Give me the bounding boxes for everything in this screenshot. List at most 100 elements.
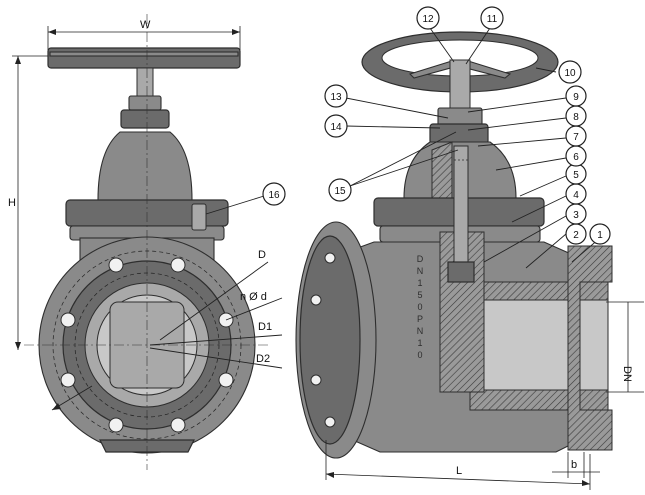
body-marking-char: 0 — [417, 302, 422, 312]
section-stem-top — [449, 59, 471, 113]
callout-10-circle — [558, 60, 582, 84]
leader-15b — [349, 149, 459, 187]
front-bolt-hole-2 — [170, 257, 186, 273]
front-handwheel — [47, 47, 241, 69]
front-handwheel-rim — [49, 51, 239, 57]
dim-W-label: W — [140, 19, 151, 31]
callout-leaders — [205, 27, 601, 269]
section-pipe-wall-top — [469, 281, 609, 301]
leader-3 — [483, 215, 567, 263]
dim-D1-label: D1 — [258, 321, 272, 333]
leader-4 — [511, 195, 567, 223]
body-marking-char: 1 — [417, 338, 422, 348]
dim-W-arrow-right — [232, 29, 240, 35]
dim-bolt-label: n Ø d — [240, 291, 267, 303]
body-marking-char: 0 — [417, 350, 422, 360]
front-bolt-hole-3 — [60, 312, 76, 328]
dim-D1-leader — [149, 334, 283, 346]
front-bolt-hole-5 — [60, 372, 76, 388]
callout-2: 2 — [573, 230, 579, 241]
dim-DN-label: DN — [621, 366, 633, 382]
section-left-bolt-3 — [310, 374, 322, 386]
callout-13-circle — [324, 84, 348, 108]
dim-bolt-leader — [225, 297, 283, 321]
callout-12-circle — [416, 6, 440, 30]
dim-H-label: H — [8, 197, 16, 209]
front-bolt-hole-7 — [108, 417, 124, 433]
callout-4: 4 — [573, 190, 579, 201]
section-pipe-wall-bottom — [469, 389, 609, 411]
callout-13: 13 — [330, 92, 342, 103]
leader-13 — [345, 97, 449, 119]
leader-7 — [477, 137, 567, 147]
leader-10 — [535, 67, 557, 73]
front-bolt-hole-1 — [108, 257, 124, 273]
section-right-flange — [567, 245, 613, 451]
front-bonnet — [97, 131, 193, 201]
callout-3: 3 — [573, 210, 579, 221]
dim-L-line — [325, 473, 591, 485]
callout-5: 5 — [573, 170, 579, 181]
callout-8: 8 — [573, 112, 579, 123]
callout-12: 12 — [422, 14, 434, 25]
callout-14: 14 — [330, 122, 342, 133]
callout-16-circle — [262, 182, 286, 206]
dim-D-leader — [159, 261, 269, 341]
dim-diagonal-arrowhead — [52, 403, 61, 410]
dim-L-arrow-left — [326, 472, 334, 478]
dim-b-label: b — [571, 459, 577, 471]
section-left-bolt-1 — [324, 252, 336, 264]
section-wedge-nut — [447, 261, 475, 283]
section-stem-internal — [453, 145, 469, 271]
body-marking-char: N — [417, 326, 424, 336]
body-marking-char: P — [417, 314, 423, 324]
leader-15a — [349, 131, 457, 187]
dim-W-arrow-left — [48, 29, 56, 35]
callout-14-circle — [324, 114, 348, 138]
dim-L-label: L — [456, 465, 462, 477]
callout-11-circle — [480, 6, 504, 30]
front-D2-circle — [74, 272, 220, 418]
front-stem — [136, 67, 154, 99]
body-marking-char: N — [417, 266, 424, 276]
body-marking-char: D — [417, 254, 424, 264]
callout-10: 10 — [564, 68, 576, 79]
dim-H-arrow-bottom — [15, 342, 21, 350]
front-D1-circle — [52, 250, 242, 440]
front-bolt-hole-8 — [170, 417, 186, 433]
dim-D-label: D — [258, 249, 266, 261]
front-bonnet-bolt — [191, 203, 207, 231]
section-left-bolt-2 — [310, 294, 322, 306]
callout-1-circle — [589, 223, 611, 245]
dim-H-arrow-top — [15, 56, 21, 64]
leader-16 — [205, 195, 265, 215]
leader-2 — [525, 233, 567, 269]
front-view: W H D n Ø d D1 D2 — [8, 14, 283, 470]
callout-6: 6 — [573, 152, 579, 163]
leader-11 — [465, 27, 491, 65]
callout-7: 7 — [573, 132, 579, 143]
front-gland — [120, 109, 170, 129]
dim-L-arrow-right — [582, 480, 590, 486]
callout-15-circle — [328, 178, 352, 202]
callouts: 1 2 3 4 5 6 7 8 9 10 11 12 13 14 15 16 — [262, 6, 611, 245]
section-left-flange-face — [299, 235, 361, 445]
leader-8 — [467, 117, 567, 131]
callout-15: 15 — [334, 186, 346, 197]
dim-D2-leader — [149, 347, 283, 369]
callout-11: 11 — [487, 14, 498, 25]
leader-5 — [519, 175, 567, 197]
body-marking-char: 1 — [417, 278, 422, 288]
front-stem-nut — [128, 95, 162, 111]
section-left-bolt-4 — [324, 416, 336, 428]
section-bonnet-cut — [431, 141, 453, 199]
body-marking-char: 5 — [417, 290, 422, 300]
front-bolt-hole-6 — [218, 372, 234, 388]
leader-12 — [429, 27, 455, 63]
dim-D2-label: D2 — [256, 353, 270, 365]
callout-9: 9 — [573, 92, 579, 103]
section-pipe-bore — [469, 299, 609, 391]
